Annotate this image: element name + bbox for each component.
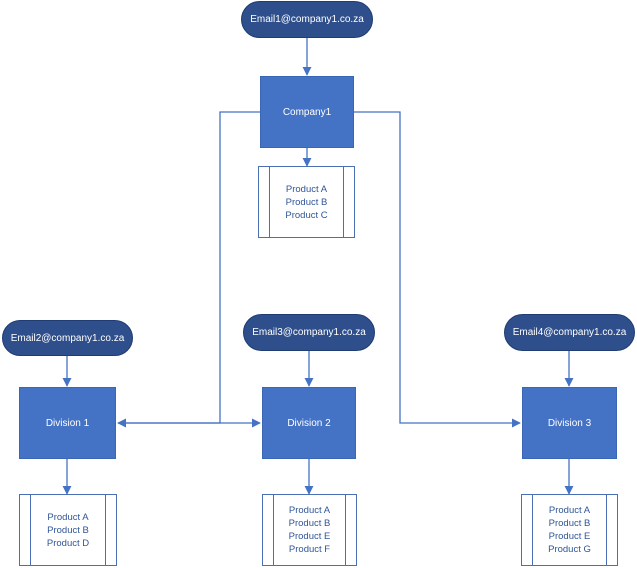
division-3-email-node[interactable]: Email4@company1.co.za — [504, 314, 635, 351]
product-item: Product A — [548, 505, 591, 516]
product-item: Product D — [46, 537, 90, 549]
product-item: Product G — [548, 544, 591, 555]
product-item: Product B — [288, 518, 331, 529]
connector-company-to-division-1 — [117, 111, 260, 428]
product-item: Product B — [47, 524, 89, 536]
division-2-product-list[interactable]: Product A Product B Product E Product F — [262, 494, 357, 566]
product-item: Product A — [288, 505, 331, 516]
division-2-email-node[interactable]: Email3@company1.co.za — [243, 314, 375, 351]
product-item: Product E — [288, 531, 331, 542]
product-item: Product B — [548, 518, 591, 529]
company-name: Company1 — [282, 106, 332, 118]
company-product-list[interactable]: Product A Product B Product C — [258, 166, 355, 238]
division-3-name: Division 3 — [547, 417, 592, 429]
division-3-email-label: Email4@company1.co.za — [512, 327, 627, 338]
company-email-node[interactable]: Email1@company1.co.za — [241, 1, 373, 38]
division-2-node[interactable]: Division 2 — [262, 387, 356, 459]
division-1-node[interactable]: Division 1 — [19, 387, 116, 459]
product-item: Product A — [47, 511, 89, 523]
division-1-name: Division 1 — [45, 417, 90, 429]
division-1-product-list[interactable]: Product A Product B Product D — [19, 494, 117, 566]
division-2-name: Division 2 — [287, 417, 331, 429]
division-2-email-label: Email3@company1.co.za — [252, 327, 366, 338]
connector-company-to-division-3 — [354, 111, 521, 428]
division-3-product-list[interactable]: Product A Product B Product E Product G — [521, 494, 618, 566]
product-item: Product B — [285, 196, 328, 208]
company-node[interactable]: Company1 — [260, 76, 354, 148]
product-item: Product E — [548, 531, 591, 542]
division-1-email-label: Email2@company1.co.za — [10, 332, 125, 344]
product-item: Product C — [285, 209, 328, 221]
company-email-label: Email1@company1.co.za — [250, 14, 364, 25]
division-1-email-node[interactable]: Email2@company1.co.za — [2, 320, 133, 356]
product-item: Product A — [285, 183, 328, 195]
product-item: Product F — [288, 544, 331, 555]
division-3-node[interactable]: Division 3 — [522, 387, 617, 459]
